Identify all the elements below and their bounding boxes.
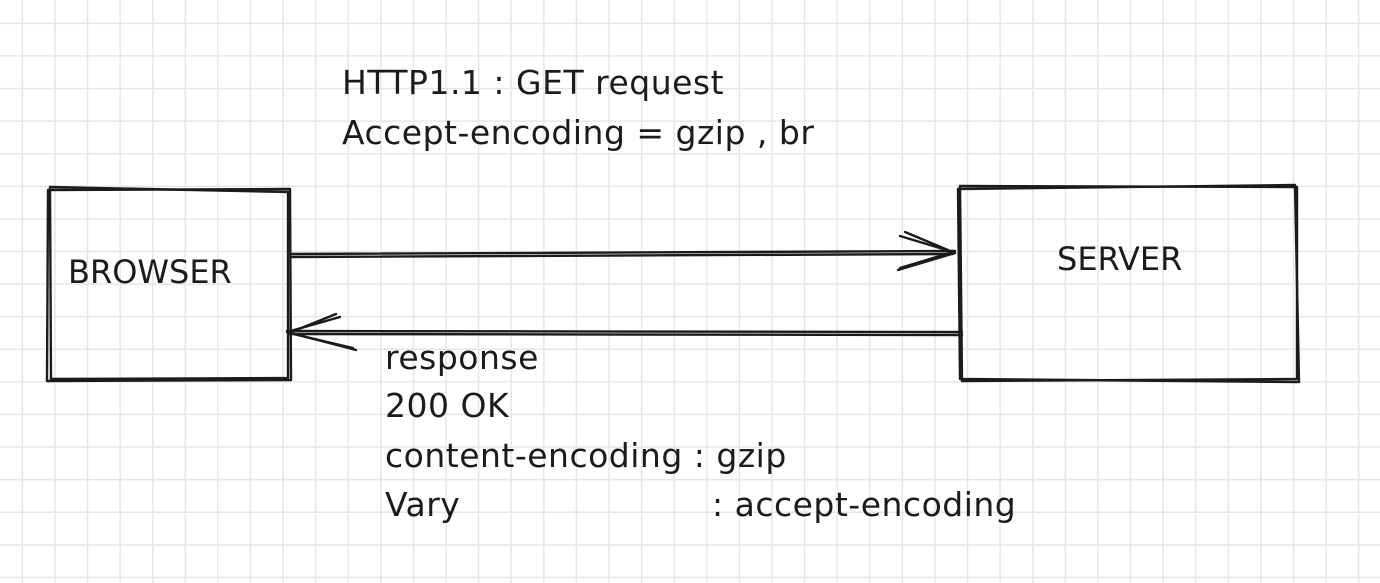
response-text-line4-value: : accept-encoding [712,485,1017,524]
response-text-line4-key: Vary [385,485,461,524]
server-box [956,183,1301,384]
browser-label: BROWSER [68,253,232,291]
response-text-line2: 200 OK [385,386,510,425]
browser-box [45,185,293,383]
request-arrow [290,230,957,272]
request-text-line2: Accept-encoding = gzip , br [342,113,815,152]
response-arrow [285,312,964,352]
response-text-line3: content-encoding : gzip [385,436,787,475]
request-text-line1: HTTP1.1 : GET request [342,63,725,102]
server-label: SERVER [1057,240,1183,278]
response-text-line1: response [385,338,539,377]
